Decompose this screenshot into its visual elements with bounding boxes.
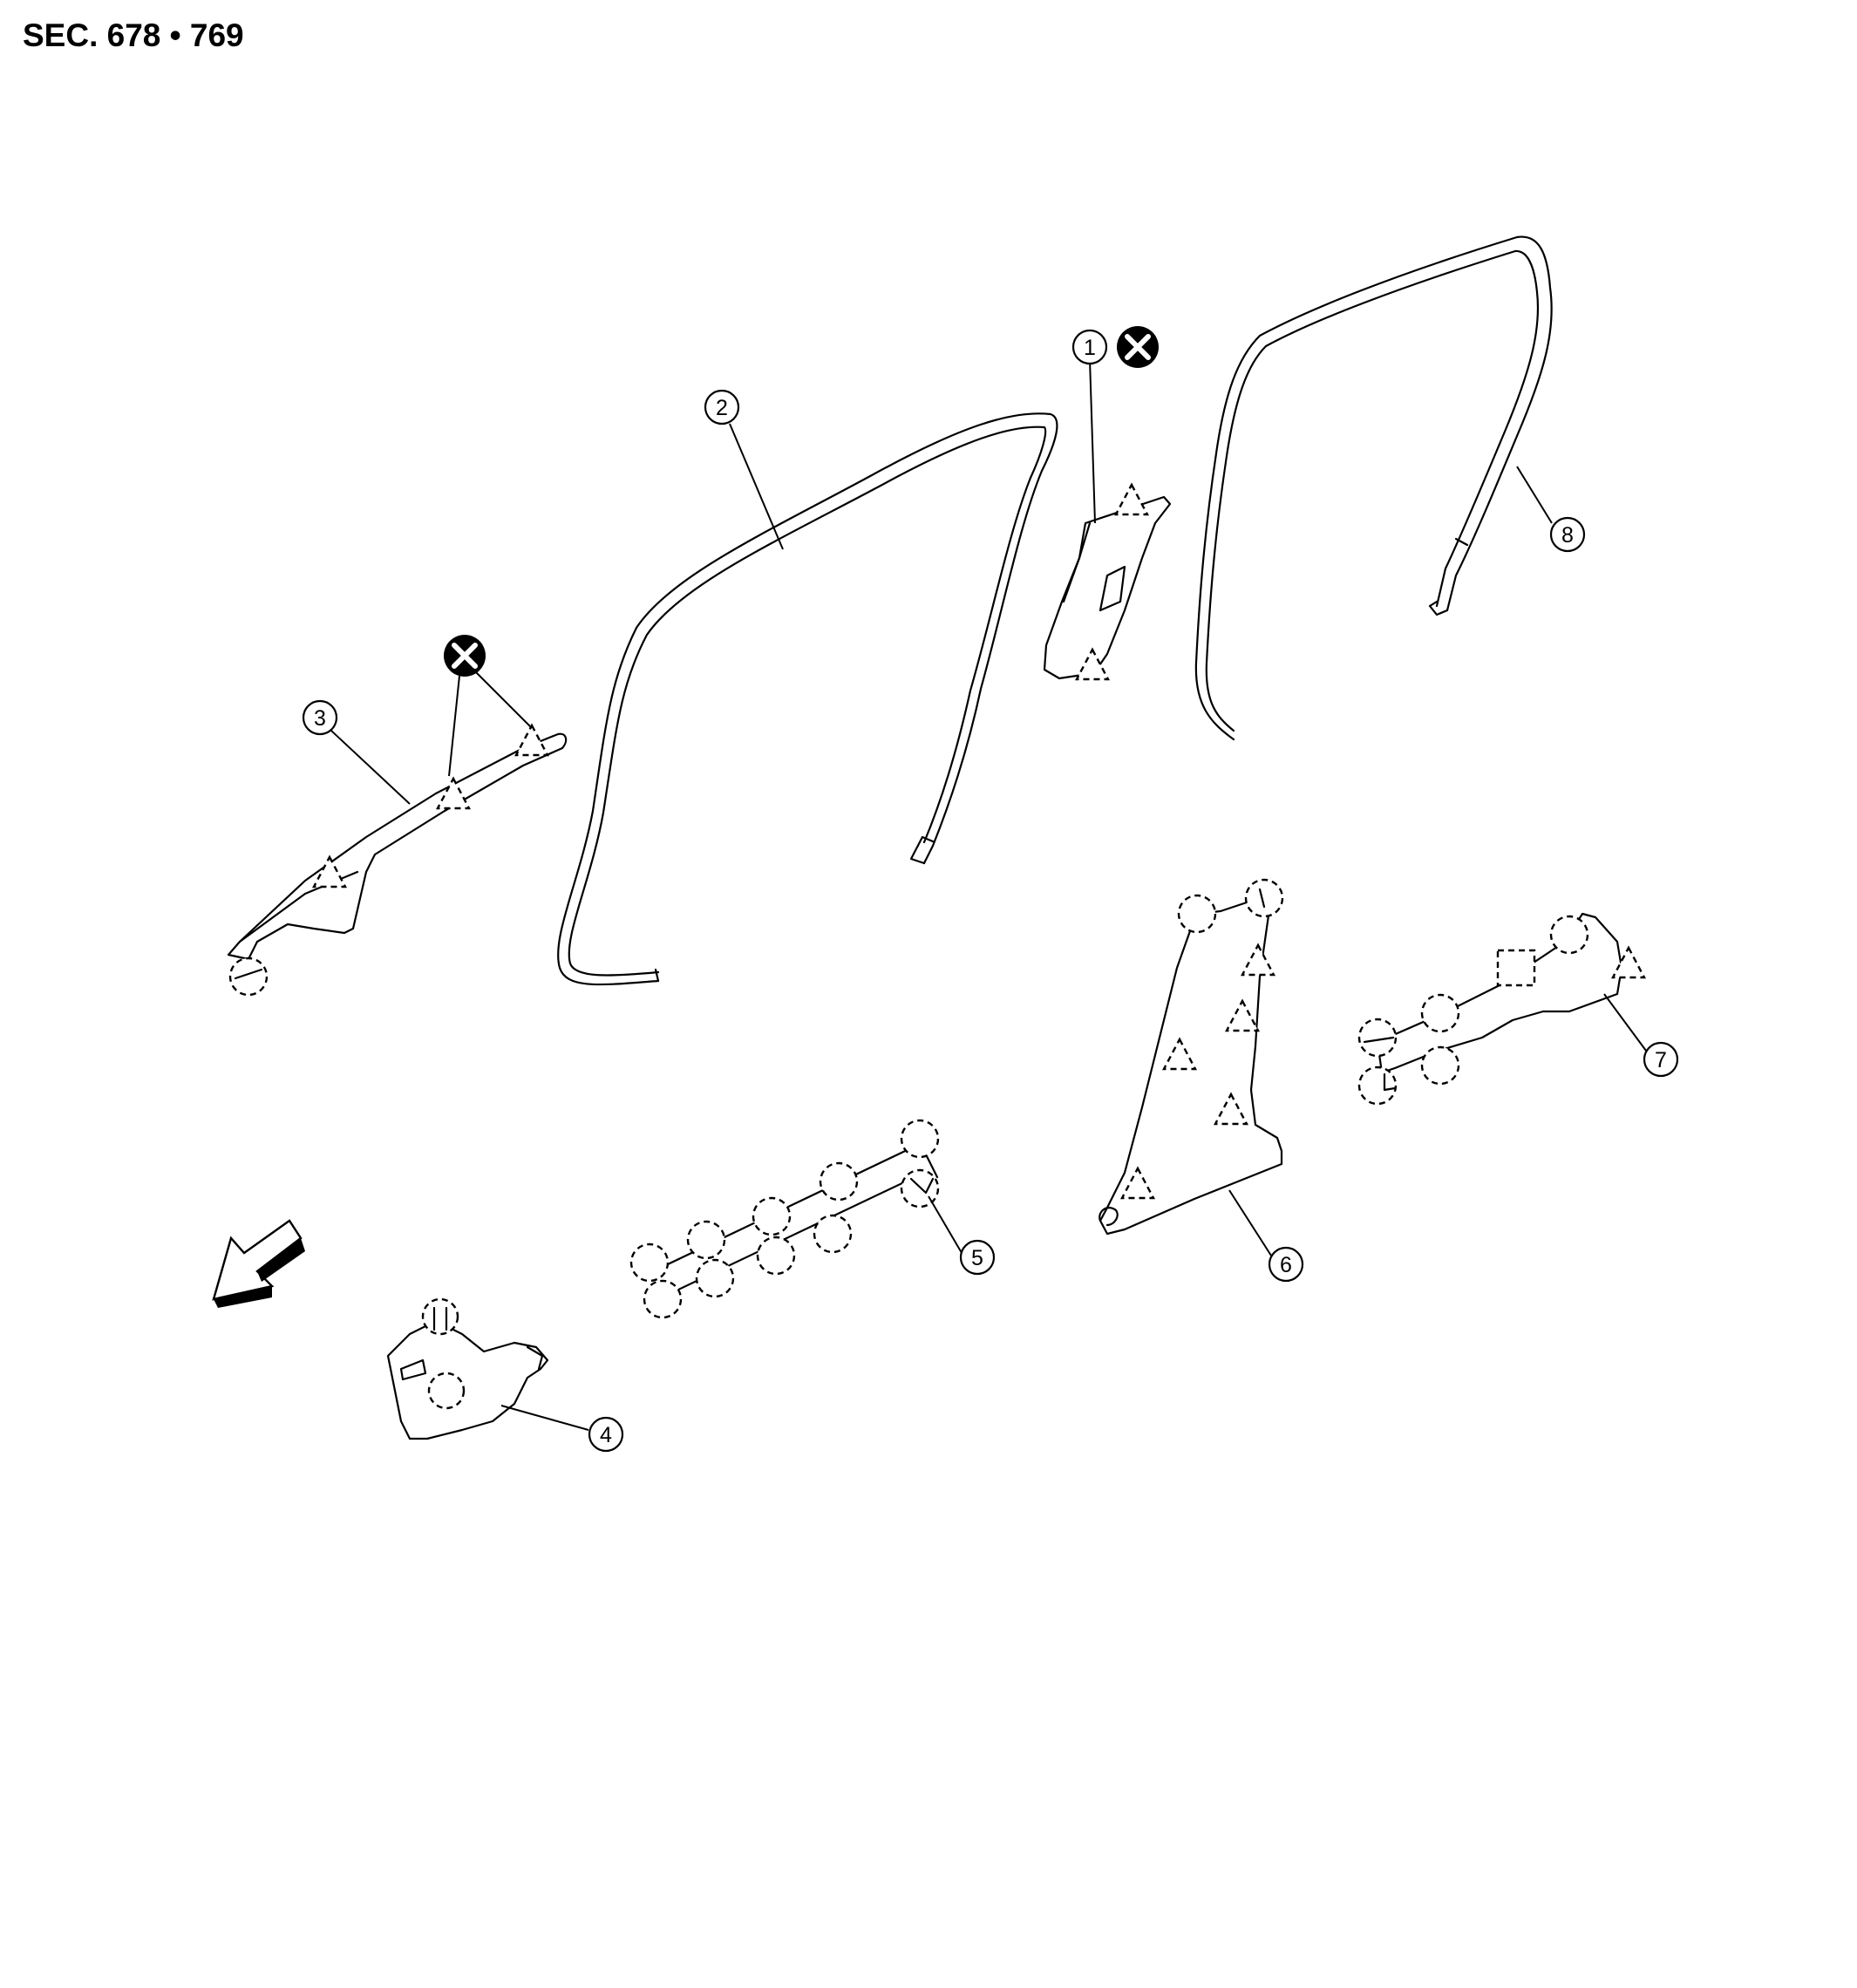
callout-8-label: 8 (1561, 523, 1574, 548)
diagram-title: SEC. 678 • 769 (23, 17, 244, 53)
rear-door-weatherstrip (1194, 235, 1553, 741)
callout-5-label: 5 (971, 1246, 983, 1270)
callout-7: 7 (1643, 1041, 1679, 1078)
callout-3-label: 3 (314, 706, 326, 731)
kick-plate-trim (386, 1297, 549, 1440)
callout-6: 6 (1268, 1246, 1304, 1283)
callout-7-label: 7 (1655, 1048, 1667, 1072)
front-pillar-garnish (1043, 483, 1172, 681)
front-door-weatherstrip (557, 412, 1058, 986)
callout-2: 2 (704, 389, 740, 426)
callout-4-label: 4 (600, 1423, 612, 1447)
callout-5: 5 (959, 1239, 996, 1276)
callout-8: 8 (1549, 516, 1586, 553)
no-reuse-icon (444, 635, 486, 677)
callout-3: 3 (302, 699, 338, 736)
callout-4: 4 (588, 1416, 624, 1453)
front-arrow-icon (212, 1219, 305, 1308)
no-reuse-icon (1117, 326, 1159, 368)
callout-6-label: 6 (1280, 1253, 1292, 1277)
no-reuse-leader (448, 671, 533, 777)
center-pillar-lower-garnish (1099, 878, 1284, 1236)
callout-1: 1 (1071, 329, 1108, 365)
sill-plate-rail (629, 1119, 940, 1319)
rear-kick-plate (1357, 912, 1646, 1106)
leader-lines (330, 358, 1647, 1431)
callout-2-label: 2 (716, 396, 728, 420)
callout-1-label: 1 (1084, 336, 1096, 360)
front-pillar-trim (227, 724, 568, 997)
